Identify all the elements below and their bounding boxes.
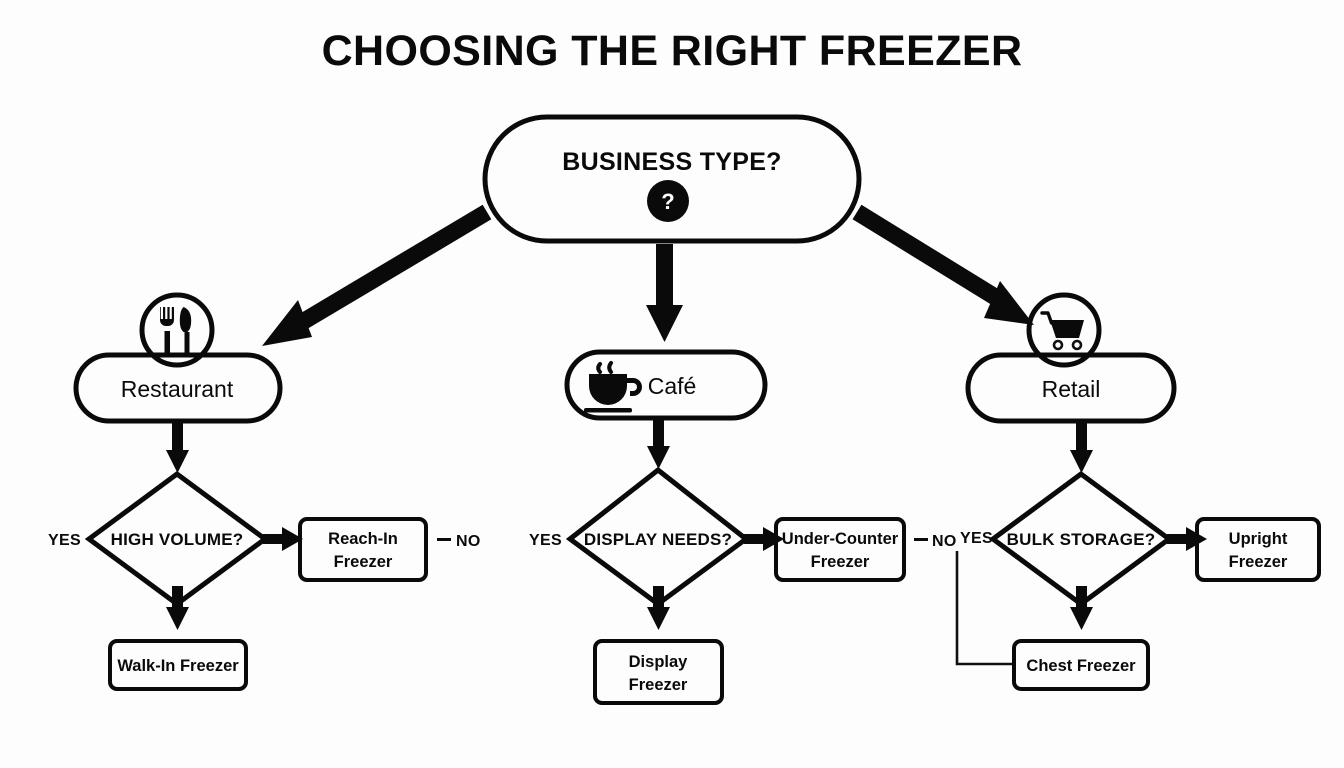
edge-line bbox=[1167, 534, 1189, 544]
decision-label: HIGH VOLUME? bbox=[111, 530, 244, 549]
question-mark-icon: ? bbox=[647, 180, 689, 222]
badge-circle bbox=[1026, 292, 1102, 368]
node-label: Restaurant bbox=[121, 376, 234, 402]
fork-knife-icon bbox=[139, 292, 215, 368]
edge-line bbox=[172, 420, 183, 455]
arrowhead bbox=[262, 300, 312, 346]
node-business-type[interactable]: BUSINESS TYPE? ? bbox=[482, 114, 862, 244]
edge-line bbox=[653, 586, 664, 612]
edge-line bbox=[744, 534, 766, 544]
node-restaurant[interactable]: Restaurant bbox=[73, 292, 283, 424]
edge-root-to-retail bbox=[852, 204, 1034, 325]
outcome-under-counter-freezer[interactable]: Under-Counter Freezer bbox=[774, 517, 906, 582]
decision-label: DISPLAY NEEDS? bbox=[584, 530, 732, 549]
edge-decision2-no bbox=[744, 527, 784, 551]
arrowhead bbox=[166, 450, 189, 473]
edge-label-yes-2: YES bbox=[529, 532, 562, 549]
outcome-label: Walk-In Freezer bbox=[117, 657, 239, 675]
decision-bulk-storage[interactable]: BULK STORAGE? bbox=[988, 470, 1174, 608]
decision-high-volume[interactable]: HIGH VOLUME? bbox=[84, 470, 270, 608]
badge-circle bbox=[139, 292, 215, 368]
edge-line bbox=[852, 204, 1005, 308]
edge-decision3-yes-connector bbox=[955, 551, 1014, 666]
edge-line bbox=[294, 204, 492, 332]
edge-label-no-1: NO bbox=[456, 533, 481, 550]
outcome-walk-in-freezer[interactable]: Walk-In Freezer bbox=[108, 639, 248, 691]
edge-line bbox=[1076, 586, 1087, 612]
outcome-label-line2: Freezer bbox=[629, 676, 688, 694]
node-cafe[interactable]: Café bbox=[564, 349, 768, 421]
edge-retail-to-decision bbox=[1070, 420, 1093, 473]
outcome-upright-freezer[interactable]: Upright Freezer bbox=[1195, 517, 1321, 582]
node-label: Café bbox=[648, 373, 697, 399]
edge-decision1-no bbox=[263, 527, 303, 551]
node-retail[interactable]: Retail bbox=[965, 292, 1177, 424]
outcome-display-freezer[interactable]: Display Freezer bbox=[593, 639, 724, 705]
arrowhead bbox=[282, 527, 303, 551]
no-dash-1 bbox=[437, 538, 451, 541]
coffee-cup-icon bbox=[584, 361, 642, 413]
edge-root-to-cafe bbox=[646, 244, 683, 342]
edge-decision2-yes bbox=[647, 586, 670, 630]
outcome-label-line2: Freezer bbox=[334, 553, 393, 571]
decision-label: BULK STORAGE? bbox=[1007, 530, 1156, 549]
outcome-label: Chest Freezer bbox=[1026, 657, 1136, 675]
decision-shape bbox=[988, 470, 1174, 608]
node-label: Retail bbox=[1042, 376, 1101, 402]
edge-label-yes-3: YES bbox=[960, 530, 993, 547]
badge-circle bbox=[647, 180, 689, 222]
edge-line bbox=[263, 534, 285, 544]
node-shape bbox=[482, 114, 862, 244]
outcome-shape bbox=[298, 517, 428, 582]
arrowhead bbox=[166, 607, 189, 630]
outcome-label-line1: Under-Counter bbox=[782, 530, 899, 548]
arrowhead bbox=[984, 281, 1034, 325]
arrowhead bbox=[763, 527, 784, 551]
arrowhead bbox=[647, 607, 670, 630]
badge-glyph: ? bbox=[661, 189, 674, 214]
edge-label-yes-1: YES bbox=[48, 532, 81, 549]
outcome-shape bbox=[1195, 517, 1321, 582]
decision-display-needs[interactable]: DISPLAY NEEDS? bbox=[565, 466, 751, 608]
edge-decision3-down bbox=[1070, 586, 1093, 630]
edge-cafe-to-decision bbox=[647, 416, 670, 469]
node-shape bbox=[965, 352, 1177, 424]
outcome-shape bbox=[593, 639, 724, 705]
outcome-label-line1: Reach-In bbox=[328, 530, 398, 548]
outcome-label-line2: Freezer bbox=[811, 553, 870, 571]
edge-line bbox=[172, 586, 183, 612]
node-label: BUSINESS TYPE? bbox=[562, 148, 782, 176]
arrowhead bbox=[646, 305, 683, 342]
decision-shape bbox=[565, 466, 751, 608]
edge-root-to-restaurant bbox=[262, 204, 492, 346]
outcome-label-line1: Display bbox=[629, 653, 689, 671]
outcome-shape bbox=[1012, 639, 1150, 691]
node-shape bbox=[564, 349, 768, 421]
node-shape bbox=[73, 352, 283, 424]
outcome-shape bbox=[774, 517, 906, 582]
edge-decision1-yes bbox=[166, 586, 189, 630]
arrowhead bbox=[647, 446, 670, 469]
shopping-cart-icon bbox=[1026, 292, 1102, 368]
outcome-reach-in-freezer[interactable]: Reach-In Freezer bbox=[298, 517, 428, 582]
outcome-shape bbox=[108, 639, 248, 691]
arrowhead bbox=[1070, 607, 1093, 630]
outcome-chest-freezer[interactable]: Chest Freezer bbox=[1012, 639, 1150, 691]
page-title: CHOOSING THE RIGHT FREEZER bbox=[322, 27, 1023, 75]
outcome-label-line2: Freezer bbox=[1229, 553, 1288, 571]
edge-line bbox=[1076, 420, 1087, 455]
edge-label-no-2: NO bbox=[932, 533, 957, 550]
decision-shape bbox=[84, 470, 270, 608]
no-dash-2 bbox=[914, 538, 928, 541]
arrowhead bbox=[1070, 450, 1093, 473]
edge-restaurant-to-decision bbox=[166, 420, 189, 473]
edge-line bbox=[656, 244, 673, 311]
outcome-label-line1: Upright bbox=[1229, 530, 1288, 548]
edge-line bbox=[653, 416, 664, 451]
